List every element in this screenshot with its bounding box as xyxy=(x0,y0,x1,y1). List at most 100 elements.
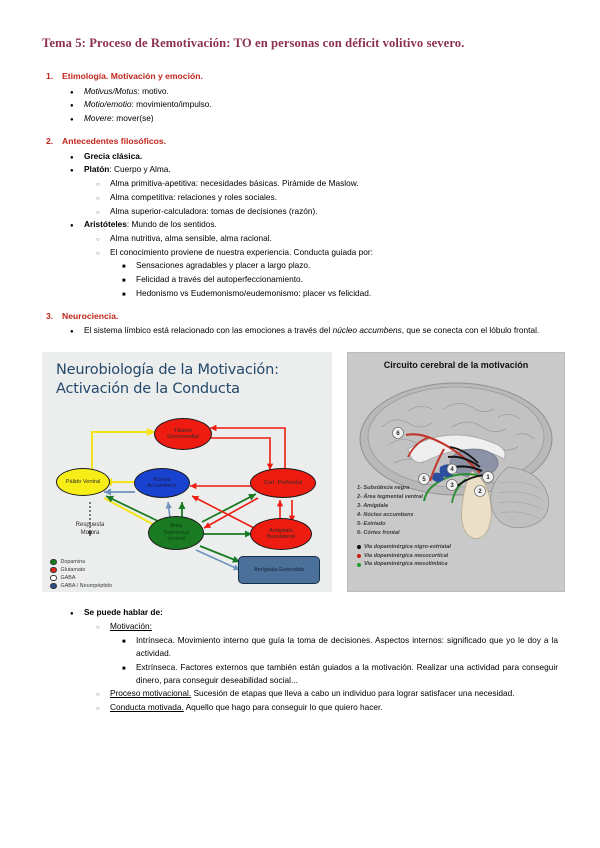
list-item-text: El conocimiento proviene de nuestra expe… xyxy=(110,246,373,257)
legend-number-1: 1- Substância negra xyxy=(357,485,410,492)
legend-item-gaba: GABA xyxy=(50,574,112,582)
legend-item-dopamina: Dopamina xyxy=(50,558,112,566)
section-heading: 2. Antecedentes filosóficos. xyxy=(42,135,558,148)
section-title: Neurociencia. xyxy=(62,310,119,321)
section-title: Antecedentes filosóficos. xyxy=(62,135,167,146)
list-item: Felicidad a través del autoperfeccionami… xyxy=(122,273,558,287)
list-item: Platón: Cuerpo y Alma. xyxy=(70,163,558,177)
term-bold: Aristóteles xyxy=(84,219,127,230)
figure-right-title: Circuito cerebral de la motivación xyxy=(383,360,529,371)
pathway-swatch-green-icon xyxy=(357,562,361,567)
page-title: Tema 5: Proceso de Remotivación: TO en p… xyxy=(42,36,465,50)
nested-list-wrapper: Motivación: Intrínseca. Movimiento inter… xyxy=(70,620,558,715)
bullet-disc-icon xyxy=(70,218,84,232)
legend-label: GABA / Neuropéptido xyxy=(60,583,113,590)
pathway-swatch-red-icon xyxy=(357,553,361,558)
nested-list-wrapper: Alma primitiva-apetitiva: necesidades bá… xyxy=(70,177,558,218)
diagram-node-cortex-prefrontal: Cort. Prefrontal xyxy=(250,468,316,499)
nested-list-wrapper: Intrínseca. Movimiento interno que guía … xyxy=(96,634,558,688)
list-item-text: Intrínseca. Movimiento interno que guía … xyxy=(136,634,558,659)
section-heading: 3. Neurociencia. xyxy=(42,310,558,323)
bullet-list-level2: Motivación: Intrínseca. Movimiento inter… xyxy=(96,620,558,715)
nested-list-wrapper: Sensaciones agradables y placer a largo … xyxy=(96,259,558,300)
legend-item-gaba-neuropeptido: GABA / Neuropéptido xyxy=(50,582,112,590)
bullet-circle-icon xyxy=(96,246,110,260)
text-pre: El sistema límbico está relacionado con … xyxy=(84,325,333,336)
bullet-list-level3: Intrínseca. Movimiento interno que guía … xyxy=(122,634,558,688)
legend-item-glutamato: Glutamato xyxy=(50,566,112,574)
bullet-disc-icon xyxy=(70,150,84,164)
bullet-list-level1: Motivus/Motus: motivo. Motio/emotio: mov… xyxy=(70,85,558,126)
term-definition: Sucesión de etapas que lleva a cabo un i… xyxy=(191,688,515,699)
bullet-disc-icon xyxy=(70,324,84,338)
list-item-text: Movere: mover(se) xyxy=(84,112,558,125)
bullet-list-level1: Se puede hablar de: Motivación: Intrínse… xyxy=(70,606,558,715)
list-item: Motivus/Motus: motivo. xyxy=(70,85,558,99)
svg-text:3: 3 xyxy=(450,483,454,489)
term-definition: : mover(se) xyxy=(111,113,154,124)
brain-legend: 1- Substância negra 2- Área tegmental ve… xyxy=(357,484,451,569)
text-post: , que se conecta con el lóbulo frontal. xyxy=(401,325,540,336)
list-item-text: Sensaciones agradables y placer a largo … xyxy=(136,260,311,271)
term-underline: Proceso motivacional. xyxy=(110,688,192,699)
list-item: Extrínseca. Factores externos que tambié… xyxy=(122,661,558,688)
bullet-list-level2: Alma nutritiva, alma sensible, alma raci… xyxy=(96,232,558,301)
list-item: Motio/emotio: movimiento/impulso. xyxy=(70,98,558,112)
section-se-puede-hablar: Se puede hablar de: Motivación: Intrínse… xyxy=(42,606,558,715)
svg-text:6: 6 xyxy=(396,431,400,437)
list-item: Movere: mover(se) xyxy=(70,112,558,126)
legend-swatch-red-icon xyxy=(50,566,57,574)
term-bold: Grecia clásica. xyxy=(84,150,143,161)
figure-left-title: Neurobiología de la Motivación: Activaci… xyxy=(56,361,279,398)
bullet-square-icon xyxy=(122,661,136,675)
section-number: 1. xyxy=(46,70,54,81)
section-number: 3. xyxy=(46,310,54,321)
figure-left-title-line1: Neurobiología de la Motivación: xyxy=(56,362,279,379)
bullet-circle-icon xyxy=(96,232,110,246)
list-item-text: Se puede hablar de: xyxy=(84,607,163,618)
figure-neurobiologia-motivacion: Neurobiología de la Motivación: Activaci… xyxy=(42,352,332,593)
text-italic-term: núcleo accumbens xyxy=(332,325,402,336)
list-item: El conocimiento proviene de nuestra expe… xyxy=(96,246,558,260)
term-underline: Conducta motivada. xyxy=(110,702,184,713)
bullet-square-icon xyxy=(122,259,136,273)
list-item: Aristóteles: Mundo de los sentidos. xyxy=(70,218,558,232)
list-item: El sistema límbico está relacionado con … xyxy=(70,324,558,338)
bullet-circle-icon xyxy=(96,191,110,205)
list-item: Hedonismo vs Eudemonismo/eudemonismo: pl… xyxy=(122,287,558,301)
pathway-label: Via dopaminérgica mesolímbica xyxy=(364,561,448,568)
list-item: Motivación: xyxy=(96,620,558,634)
brain-svg: 1 2 3 4 5 6 xyxy=(359,382,553,540)
legend-label: Glutamato xyxy=(60,567,86,574)
legend-number-3: 3- Amígdala xyxy=(357,503,388,509)
list-item-text: Proceso motivacional. Sucesión de etapas… xyxy=(110,687,558,700)
term-definition: : Cuerpo y Alma. xyxy=(109,164,171,175)
list-item-text: Felicidad a través del autoperfeccionami… xyxy=(136,274,303,285)
brain-illustration: 1 2 3 4 5 6 xyxy=(348,371,564,540)
list-item: Intrínseca. Movimiento interno que guía … xyxy=(122,634,558,661)
list-item: Se puede hablar de: xyxy=(70,606,558,620)
figure-row: Neurobiología de la Motivación: Activaci… xyxy=(42,352,565,593)
svg-text:4: 4 xyxy=(450,467,454,473)
list-item-text: Alma competitiva: relaciones y roles soc… xyxy=(110,191,277,202)
legend-swatch-white-icon xyxy=(50,574,57,582)
node-label: Pálido Ventral xyxy=(65,478,101,485)
term-definition: : motivo. xyxy=(137,85,169,96)
term-italic: Motivus/Motus xyxy=(84,85,138,96)
list-item: Sensaciones agradables y placer a largo … xyxy=(122,259,558,273)
list-item-text: Motivación: xyxy=(110,620,152,631)
bullet-square-icon xyxy=(122,273,136,287)
list-item-text: Motivus/Motus: motivo. xyxy=(84,85,558,98)
pathway-label: Via dopaminérgica mesocortical xyxy=(364,552,449,559)
bullet-circle-icon xyxy=(96,687,110,701)
list-item-text: Alma primitiva-apetitiva: necesidades bá… xyxy=(110,178,359,189)
pathway-nigro-estriatal: Via dopaminérgica nigro-estriatal xyxy=(357,543,451,552)
legend-swatch-blue-icon xyxy=(50,582,57,590)
list-item: Alma nutritiva, alma sensible, alma raci… xyxy=(96,232,558,246)
legend-swatch-green-icon xyxy=(50,558,57,566)
list-item-text: Conducta motivada. Aquello que hago para… xyxy=(110,701,558,714)
